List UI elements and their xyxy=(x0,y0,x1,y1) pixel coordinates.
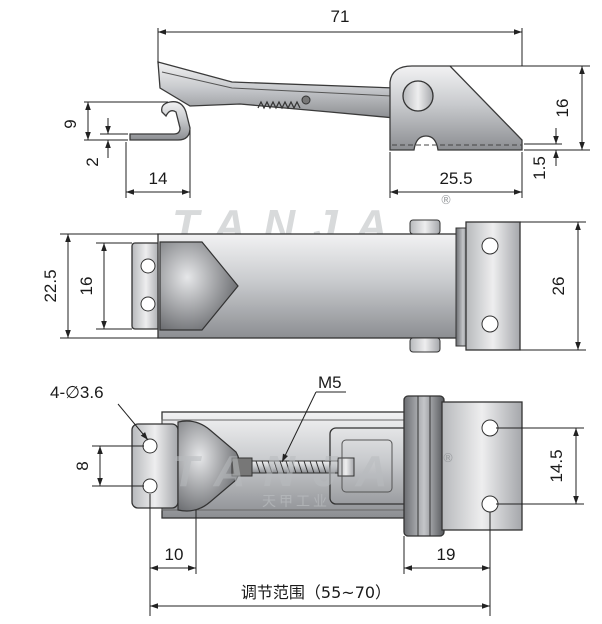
dim-width-right: 26 xyxy=(549,277,568,296)
dim-width-outer: 22.5 xyxy=(41,269,60,302)
lever-ridge xyxy=(161,71,393,97)
dim-base-thickness: 1.5 xyxy=(530,156,549,180)
hole-icon xyxy=(481,495,499,513)
hole-icon xyxy=(140,258,156,274)
threaded-rod xyxy=(251,460,339,474)
bottom-view: 4-∅3.6 M5 8 14.5 10 19 调节范围（55~70） xyxy=(50,373,584,616)
hole-icon xyxy=(142,438,158,454)
dim-width-inner: 16 xyxy=(77,277,96,296)
hole-icon xyxy=(140,296,156,312)
pivot-screw-icon xyxy=(301,95,311,105)
svg-text:®: ® xyxy=(442,451,454,465)
dim-hook-thickness: 2 xyxy=(83,157,102,166)
svg-text:TANJA: TANJA xyxy=(172,447,405,496)
label-adjust-range: 调节范围（55~70） xyxy=(241,583,391,602)
svg-text:®: ® xyxy=(440,193,452,207)
hook xyxy=(129,101,191,141)
label-thread: M5 xyxy=(318,373,342,392)
dim-overall-length: 71 xyxy=(331,7,350,26)
dim-hole-pitch-right: 14.5 xyxy=(547,449,566,482)
side-view: 71 16 1.5 25.5 14 9 2 xyxy=(61,7,590,198)
lever-tip xyxy=(159,241,239,331)
hole-icon xyxy=(481,315,499,333)
hook-plate xyxy=(131,242,161,330)
top-view: 22.5 16 26 xyxy=(41,219,586,353)
hole-icon xyxy=(481,419,499,437)
hole-icon xyxy=(481,237,499,255)
base-plate-bottom xyxy=(441,401,523,531)
dim-hook-offset: 14 xyxy=(149,169,168,188)
dim-hook-height: 9 xyxy=(61,119,80,128)
dim-height: 16 xyxy=(553,99,572,118)
hinge-knuckle xyxy=(403,395,445,537)
dim-base-length: 25.5 xyxy=(439,169,472,188)
dim-right-offset: 19 xyxy=(437,545,456,564)
dim-hole-pitch-left: 8 xyxy=(73,461,92,470)
hole-icon xyxy=(142,478,158,494)
watermark-bottom: TANJA ® 天甲工业 xyxy=(172,447,454,510)
dim-left-offset: 10 xyxy=(165,545,184,564)
spring xyxy=(257,100,301,110)
label-holes: 4-∅3.6 xyxy=(50,383,104,402)
svg-text:天甲工业: 天甲工业 xyxy=(262,494,330,510)
pivot-pin xyxy=(402,80,434,112)
